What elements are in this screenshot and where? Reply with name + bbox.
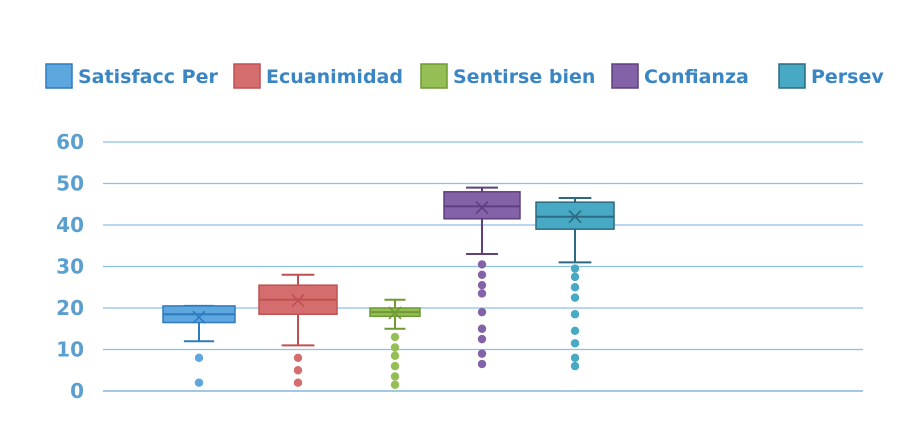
y-tick-label: 30	[56, 255, 84, 279]
outlier-point	[477, 324, 487, 333]
y-tick-label: 20	[56, 296, 84, 320]
y-axis: 0 10 20 30 40 50 60	[56, 130, 84, 403]
legend-item: Sentirse bien	[420, 63, 595, 89]
outlier-point	[477, 260, 487, 269]
outlier-point	[570, 339, 580, 348]
legend-item: Persev	[778, 63, 884, 89]
outlier-point	[477, 280, 487, 290]
outlier-point	[293, 366, 303, 375]
box-series	[369, 298, 421, 389]
outlier-point	[390, 351, 400, 360]
box-series	[162, 304, 236, 387]
mean-marker	[475, 201, 489, 215]
legend-label: Confianza	[644, 66, 749, 88]
mean-marker	[388, 306, 402, 320]
outlier-point	[194, 353, 204, 362]
outlier-point	[477, 270, 487, 279]
outlier-point	[390, 380, 400, 389]
y-tick-label: 50	[56, 172, 84, 196]
outlier-point	[570, 272, 580, 282]
legend-item: Ecuanimidad	[233, 63, 403, 89]
legend-item: Satisfacc Per	[45, 63, 218, 89]
box-series	[258, 273, 338, 387]
y-tick-label: 40	[56, 213, 84, 237]
legend-swatch	[233, 63, 261, 89]
legend-label: Persev	[811, 66, 884, 88]
iqr-box	[443, 191, 521, 220]
mean-marker	[568, 210, 582, 224]
legend-item: Confianza	[611, 63, 749, 89]
outlier-point	[477, 334, 487, 344]
outlier-point	[390, 361, 400, 371]
outlier-point	[477, 289, 487, 298]
mean-marker	[192, 310, 206, 324]
legend-swatch	[420, 63, 448, 89]
y-tick-label: 10	[56, 338, 84, 362]
legend-swatch	[778, 63, 806, 89]
mean-marker	[291, 293, 305, 308]
box-series	[443, 186, 521, 369]
outlier-point	[570, 310, 580, 319]
outlier-point	[570, 264, 580, 273]
box-series	[535, 197, 615, 371]
outlier-point	[390, 372, 400, 381]
outlier-point	[293, 353, 303, 362]
outlier-point	[477, 307, 487, 317]
outlier-point	[390, 332, 400, 342]
legend-label: Ecuanimidad	[266, 66, 403, 88]
outlier-point	[570, 283, 580, 292]
outlier-point	[390, 343, 400, 352]
outlier-point	[570, 326, 580, 336]
outlier-point	[477, 349, 487, 358]
outlier-point	[293, 378, 303, 387]
legend-swatch	[45, 63, 73, 89]
legend: Satisfacc Per Ecuanimidad Sentirse bien Con…	[45, 63, 884, 89]
y-tick-label: 60	[56, 130, 84, 154]
outlier-point	[570, 353, 580, 362]
y-tick-label: 0	[70, 379, 84, 403]
outlier-point	[477, 359, 487, 369]
legend-label: Sentirse bien	[453, 66, 595, 88]
outlier-point	[194, 378, 204, 387]
outlier-point	[570, 293, 580, 302]
legend-swatch	[611, 63, 639, 89]
outlier-point	[570, 361, 580, 371]
plot-area	[162, 186, 615, 389]
legend-label: Satisfacc Per	[78, 66, 218, 88]
